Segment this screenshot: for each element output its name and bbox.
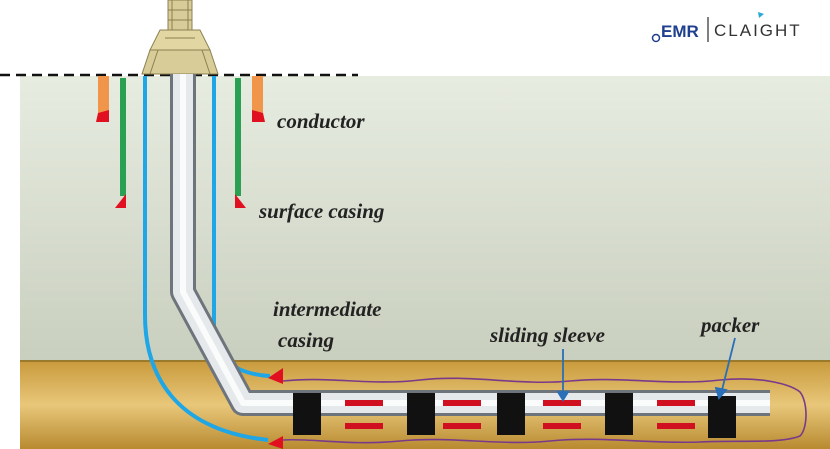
logo-claight: CLAIGHT — [714, 21, 802, 40]
label-packer: packer — [699, 313, 760, 337]
brand-logo: EMR CLAIGHT — [651, 12, 802, 43]
label-casing: casing — [278, 328, 334, 352]
surface-casing — [115, 78, 246, 208]
label-sliding-sleeve: sliding sleeve — [489, 323, 605, 347]
conductor-shoe-right — [252, 110, 265, 122]
intermediate-shoe-upper — [268, 368, 283, 384]
logo-arrow-icon — [758, 12, 764, 18]
packer-2 — [407, 393, 435, 435]
callout-arrows — [556, 337, 736, 402]
drilling-rig-icon — [141, 0, 219, 75]
label-intermediate: intermediate — [273, 297, 382, 321]
upper-formation — [20, 76, 830, 363]
surface-casing-shoe-right — [235, 194, 246, 208]
open-hole-boundary — [282, 377, 807, 444]
surface-casing-shoe-left — [115, 194, 126, 208]
logo-emr: EMR — [661, 22, 699, 41]
label-conductor: conductor — [277, 109, 365, 133]
packer-3 — [497, 393, 525, 435]
intermediate-shoe-lower — [268, 436, 283, 449]
conductor-casing — [96, 76, 265, 122]
packer-4 — [605, 393, 633, 435]
conductor-shoe-left — [96, 110, 109, 122]
logo-dot-icon — [651, 33, 661, 43]
packers — [293, 393, 736, 438]
packer-5 — [708, 396, 736, 438]
label-surface-casing: surface casing — [258, 199, 384, 223]
packer-arrow — [721, 337, 736, 391]
sliding-sleeves — [345, 400, 695, 429]
packer-1 — [293, 393, 321, 435]
